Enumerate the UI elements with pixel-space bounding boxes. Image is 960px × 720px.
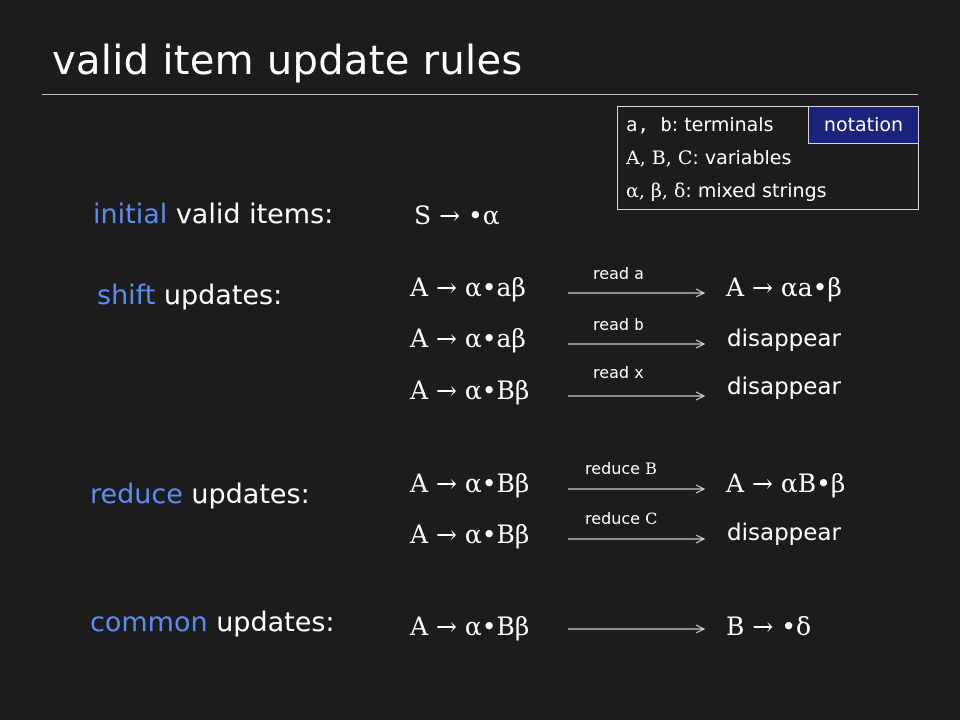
reduce-label: reduce updates: bbox=[90, 479, 310, 510]
right-arrow-icon bbox=[568, 484, 706, 494]
arrow-label-symbol: x bbox=[634, 363, 644, 382]
arrow-label-word: read bbox=[593, 315, 635, 334]
initial-item: S → •α bbox=[414, 201, 500, 230]
shift-rule-from: A → α•aβ bbox=[410, 324, 526, 353]
common-label-accent: common bbox=[90, 607, 208, 638]
reduce-label-accent: reduce bbox=[90, 479, 183, 510]
notation-variables: A, B, C: variables bbox=[626, 147, 791, 169]
notation-mixed-strings: α, β, δ: mixed strings bbox=[626, 180, 827, 202]
shift-arrow-label: read x bbox=[593, 363, 644, 382]
notation-symbols: A, B, C bbox=[626, 147, 693, 169]
right-arrow-icon bbox=[568, 288, 706, 298]
reduce-label-rest: updates: bbox=[182, 479, 310, 510]
shift-arrow-label: read b bbox=[593, 315, 644, 334]
notation-tag: notation bbox=[808, 106, 919, 144]
reduce-rule-to: A → αB•β bbox=[726, 469, 846, 498]
right-arrow-icon bbox=[568, 339, 706, 349]
shift-arrow-label: read a bbox=[593, 264, 644, 283]
arrow-label-word: read bbox=[593, 363, 635, 382]
arrow-label-word: reduce bbox=[585, 459, 646, 478]
common-rule-to: B → •δ bbox=[726, 612, 812, 641]
arrow-label-symbol: B bbox=[645, 459, 657, 478]
shift-label-rest: updates: bbox=[155, 280, 283, 311]
initial-label-accent: initial bbox=[93, 199, 168, 230]
reduce-rule-from: A → α•Bβ bbox=[410, 520, 530, 549]
notation-text: : terminals bbox=[671, 114, 774, 136]
notation-terminals: a, b: terminals bbox=[626, 114, 773, 136]
shift-rule-to: A → αa•β bbox=[726, 273, 842, 302]
shift-label: shift updates: bbox=[97, 280, 282, 311]
shift-rule-from: A → α•Bβ bbox=[410, 376, 530, 405]
right-arrow-icon bbox=[568, 624, 706, 634]
reduce-arrow-label: reduce B bbox=[585, 459, 657, 478]
shift-rule-from: A → α•aβ bbox=[410, 273, 526, 302]
notation-symbols: α, β, δ bbox=[626, 180, 686, 202]
arrow-label-word: reduce bbox=[585, 509, 646, 528]
arrow-label-symbol: b bbox=[634, 315, 644, 334]
common-label: common updates: bbox=[90, 607, 335, 638]
shift-result-disappear: disappear bbox=[727, 374, 841, 400]
reduce-result-disappear: disappear bbox=[727, 520, 841, 546]
common-label-rest: updates: bbox=[207, 607, 335, 638]
right-arrow-icon bbox=[568, 534, 706, 544]
initial-label: initial valid items: bbox=[93, 199, 333, 230]
notation-symbols: a, b bbox=[626, 114, 672, 136]
title-divider bbox=[42, 94, 918, 95]
reduce-arrow-label: reduce C bbox=[585, 509, 657, 528]
notation-box bbox=[617, 106, 919, 210]
shift-label-accent: shift bbox=[97, 280, 156, 311]
reduce-rule-from: A → α•Bβ bbox=[410, 469, 530, 498]
initial-label-rest: valid items: bbox=[167, 199, 334, 230]
shift-result-disappear: disappear bbox=[727, 326, 841, 352]
arrow-label-symbol: a bbox=[634, 264, 644, 283]
arrow-label-word: read bbox=[593, 264, 635, 283]
notation-text: : variables bbox=[692, 147, 792, 169]
notation-text: : mixed strings bbox=[685, 180, 827, 202]
common-rule-from: A → α•Bβ bbox=[410, 612, 530, 641]
arrow-label-symbol: C bbox=[645, 509, 658, 528]
right-arrow-icon bbox=[568, 391, 706, 401]
slide-title: valid item update rules bbox=[52, 38, 523, 84]
